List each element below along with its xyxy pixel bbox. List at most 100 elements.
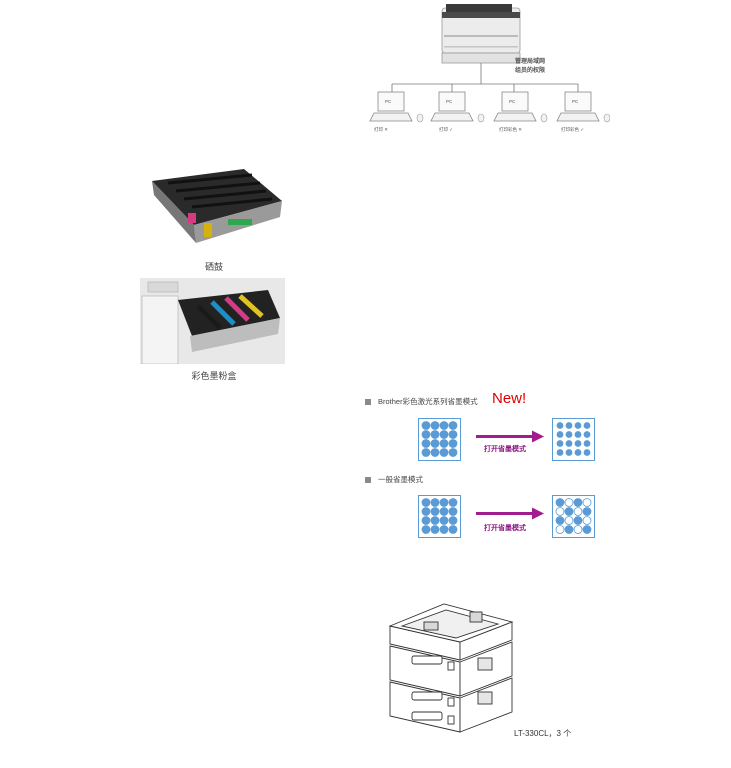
toner-dot [421,448,431,457]
laptop-icon [493,91,548,123]
toner-dot [439,421,449,430]
toner-dot [574,422,582,429]
toner-dot [573,507,583,516]
drum-unit-image [148,165,288,250]
toner-dot [421,507,431,516]
toner-dot [439,525,449,534]
toner-dot [448,498,458,507]
arrow-head-icon [532,430,544,443]
toner-dot [439,498,449,507]
admin-label-line1: 管理局域网 [514,59,545,65]
new-badge: New! [492,390,527,407]
toner-dot [565,449,573,456]
toner-dot [556,449,564,456]
pc-caption: 打印彩色 ✓ [561,127,585,132]
toner-dot [583,440,591,447]
brother-toner-save-label: Brother彩色激光系列省墨模式 [378,397,478,406]
toner-dot [582,507,592,516]
toner-dot [421,421,431,430]
toner-dot [556,440,564,447]
toner-dot [430,507,440,516]
brother-arrow-label: 打开省墨模式 [484,446,526,453]
toner-dot [439,448,449,457]
toner-dot [421,498,431,507]
toner-dot [583,422,591,429]
toner-dot [555,507,565,516]
toner-dot [448,525,458,534]
toner-dot [564,498,574,507]
paper-tray-image [386,598,516,736]
brother-toner-save-heading: Brother彩色激光系列省墨模式 [365,396,478,407]
arrow-shaft [476,512,534,515]
toner-dot [574,449,582,456]
toner-dot [439,430,449,439]
toner-cartridge-image [140,278,285,365]
toner-dot [448,421,458,430]
toner-dot [448,448,458,457]
toner-dot [555,498,565,507]
toner-dot [430,439,440,448]
legend-square-icon [365,398,371,405]
toner-dot [573,525,583,534]
pc-caption: 打印彩色 ✕ [499,127,523,132]
printer-icon [441,4,521,64]
toner-dot [582,525,592,534]
toner-dot [439,439,449,448]
laptop-icon [430,91,485,123]
toner-dot [565,422,573,429]
toner-dot [565,431,573,438]
toner-dot [564,525,574,534]
toner-dot [573,516,583,525]
toner-dot [448,439,458,448]
toner-dot [430,498,440,507]
general-toner-save-label: 一般省墨模式 [378,475,423,484]
toner-dot [421,439,431,448]
toner-dot [448,430,458,439]
pc-caption: 打印 ✕ [374,127,389,132]
pc-caption: 打印 ✓ [439,127,454,132]
toner-dot [421,525,431,534]
toner-dot [573,498,583,507]
general-toner-save-heading: 一般省墨模式 [365,474,423,485]
toner-dot [448,507,458,516]
toner-dot [583,431,591,438]
legend-square-icon [365,476,371,483]
arrow-head-icon [532,507,544,520]
toner-dot [430,448,440,457]
admin-label-line2: 组员的权限 [514,68,545,74]
toner-dot [582,516,592,525]
network-diagram-graphic [369,4,611,123]
toner-dot [564,516,574,525]
pc-label: PC [446,99,453,104]
toner-caption: 彩色墨粉盒 [191,371,237,381]
toner-dot [555,525,565,534]
toner-dot [556,422,564,429]
toner-dot [430,421,440,430]
arrow-shaft [476,435,534,438]
toner-dot [430,516,440,525]
toner-dot [565,440,573,447]
toner-dot [574,431,582,438]
toner-dot [448,516,458,525]
toner-dot [564,507,574,516]
pc-label: PC [509,99,516,104]
admin-permission-label: 管理局域网 组员的权限 [500,58,560,76]
toner-dot [574,440,582,447]
toner-dot [421,516,431,525]
laptop-icon [369,91,424,123]
brother-comparison-graphic [418,418,596,461]
toner-dot [430,525,440,534]
toner-dot [439,516,449,525]
toner-dot [430,430,440,439]
toner-dot [439,507,449,516]
general-comparison-graphic [418,495,596,538]
toner-dot [555,516,565,525]
toner-dot [583,449,591,456]
laptop-icon [556,91,611,123]
general-arrow-label: 打开省墨模式 [484,525,526,532]
network-diagram: 管理局域网 组员的权限 PC PC PC PC 打印 ✕ 打印 ✓ 打印彩色 ✕… [350,0,611,150]
pc-label: PC [572,99,579,104]
pc-label: PC [385,99,392,104]
toner-dot [582,498,592,507]
drum-caption: 硒鼓 [204,262,223,272]
